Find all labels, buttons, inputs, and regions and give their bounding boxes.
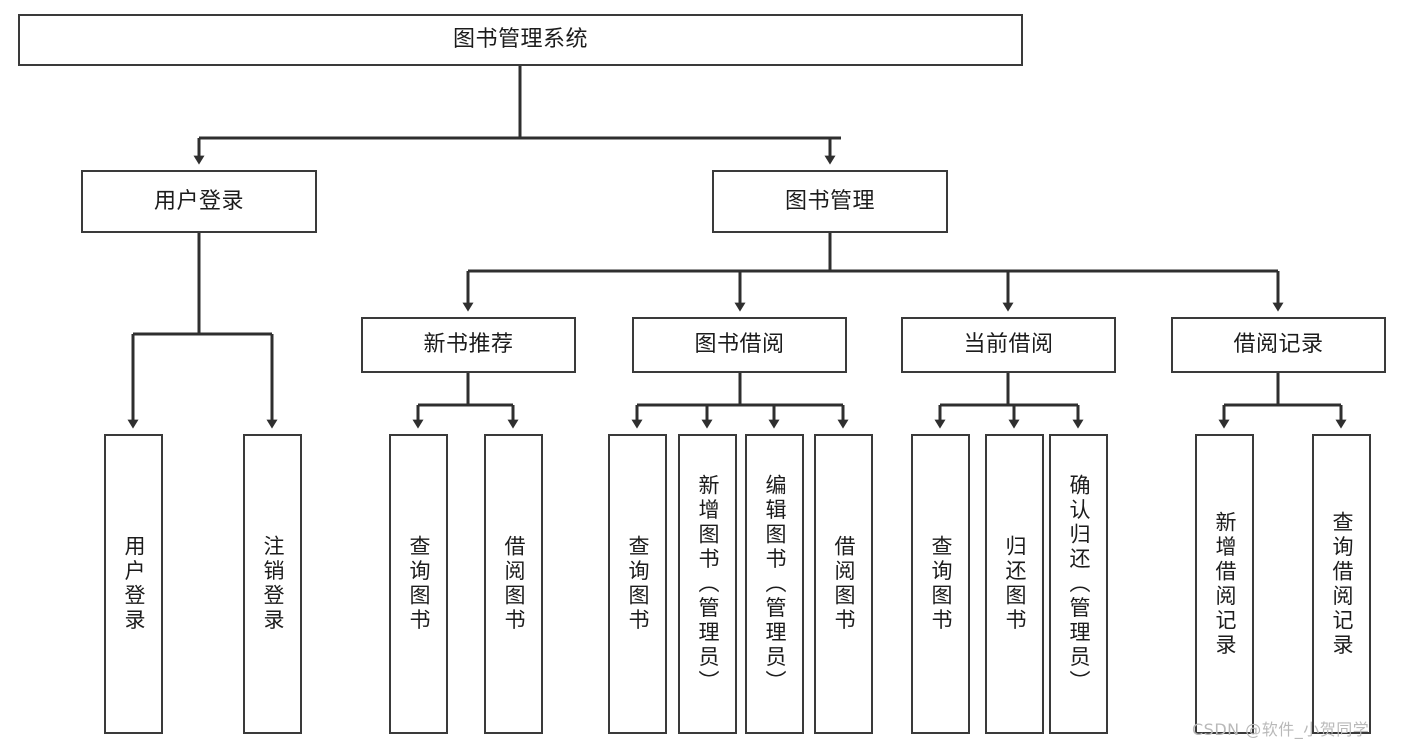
leaf-add-book-label: 新增图书（管理员） [696,473,720,695]
leaf-user-login-label: 用户登录 [122,535,146,633]
leaf-add-book[interactable]: 新增图书（管理员） [678,434,737,734]
leaf-query-book-3-label: 查询图书 [929,535,953,633]
leaf-query-book-2[interactable]: 查询图书 [608,434,667,734]
leaf-query-borrow-record[interactable]: 查询借阅记录 [1312,434,1371,734]
node-root[interactable]: 图书管理系统 [18,14,1023,66]
leaf-confirm-return[interactable]: 确认归还（管理员） [1049,434,1108,734]
leaf-query-book-2-label: 查询图书 [626,535,650,633]
node-borrow-record-label: 借阅记录 [1233,332,1324,358]
leaf-return-book-label: 归还图书 [1003,535,1027,633]
node-book-manage-label: 图书管理 [784,188,875,214]
node-new-book-recommend-label: 新书推荐 [423,332,514,358]
node-book-borrow[interactable]: 图书借阅 [632,317,847,373]
leaf-borrow-book-1-label: 借阅图书 [502,535,526,633]
node-current-borrow-label: 当前借阅 [963,332,1054,358]
leaf-confirm-return-label: 确认归还（管理员） [1067,473,1091,695]
node-user-login-label: 用户登录 [153,188,244,214]
leaf-user-login[interactable]: 用户登录 [104,434,163,734]
leaf-query-book-1[interactable]: 查询图书 [389,434,448,734]
leaf-return-book[interactable]: 归还图书 [985,434,1044,734]
leaf-borrow-book-2-label: 借阅图书 [832,535,856,633]
node-user-login[interactable]: 用户登录 [81,170,317,233]
leaf-edit-book[interactable]: 编辑图书（管理员） [745,434,804,734]
node-borrow-record[interactable]: 借阅记录 [1171,317,1386,373]
leaf-logout-login[interactable]: 注销登录 [243,434,302,734]
leaf-borrow-book-1[interactable]: 借阅图书 [484,434,543,734]
node-current-borrow[interactable]: 当前借阅 [901,317,1116,373]
leaf-borrow-book-2[interactable]: 借阅图书 [814,434,873,734]
leaf-query-book-3[interactable]: 查询图书 [911,434,970,734]
node-root-label: 图书管理系统 [452,27,588,53]
leaf-query-borrow-record-label: 查询借阅记录 [1330,510,1354,658]
node-book-borrow-label: 图书借阅 [694,332,785,358]
leaf-edit-book-label: 编辑图书（管理员） [763,473,787,695]
leaf-add-borrow-record[interactable]: 新增借阅记录 [1195,434,1254,734]
csdn-watermark: CSDN @软件_小贺同学 [1192,720,1370,739]
node-new-book-recommend[interactable]: 新书推荐 [361,317,576,373]
node-book-manage[interactable]: 图书管理 [712,170,948,233]
leaf-query-book-1-label: 查询图书 [407,535,431,633]
leaf-logout-login-label: 注销登录 [261,535,285,633]
leaf-add-borrow-record-label: 新增借阅记录 [1213,510,1237,658]
